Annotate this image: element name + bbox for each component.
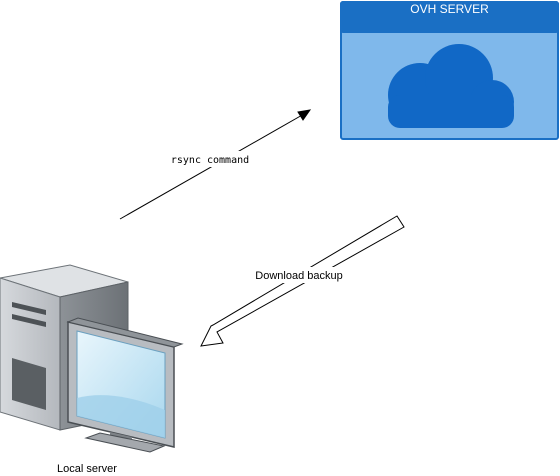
cloud-icon — [388, 44, 514, 128]
drive-slot-1 — [12, 302, 46, 315]
rsync-label: rsync command — [171, 155, 249, 166]
tower-vent — [12, 358, 46, 410]
monitor-frame-side — [66, 317, 184, 348]
ovh-server-box[interactable]: OVH SERVER — [340, 1, 559, 140]
tower-front — [0, 277, 61, 431]
download-label-bg — [252, 267, 346, 283]
rsync-edge[interactable]: rsync command — [119, 109, 312, 220]
desktop-computer-icon[interactable] — [0, 264, 184, 453]
ovh-server-title: OVH SERVER — [410, 2, 489, 16]
drive-slot-2 — [12, 314, 46, 327]
monitor-base — [84, 432, 166, 453]
rsync-label-bg — [165, 151, 253, 167]
screen-reflection — [77, 395, 165, 438]
download-edge[interactable]: Download backup — [200, 215, 405, 347]
ovh-server-header — [340, 1, 559, 33]
rsync-arrowhead — [297, 109, 312, 121]
download-label: Download backup — [255, 270, 342, 282]
local-server-label: Local server — [57, 463, 117, 475]
